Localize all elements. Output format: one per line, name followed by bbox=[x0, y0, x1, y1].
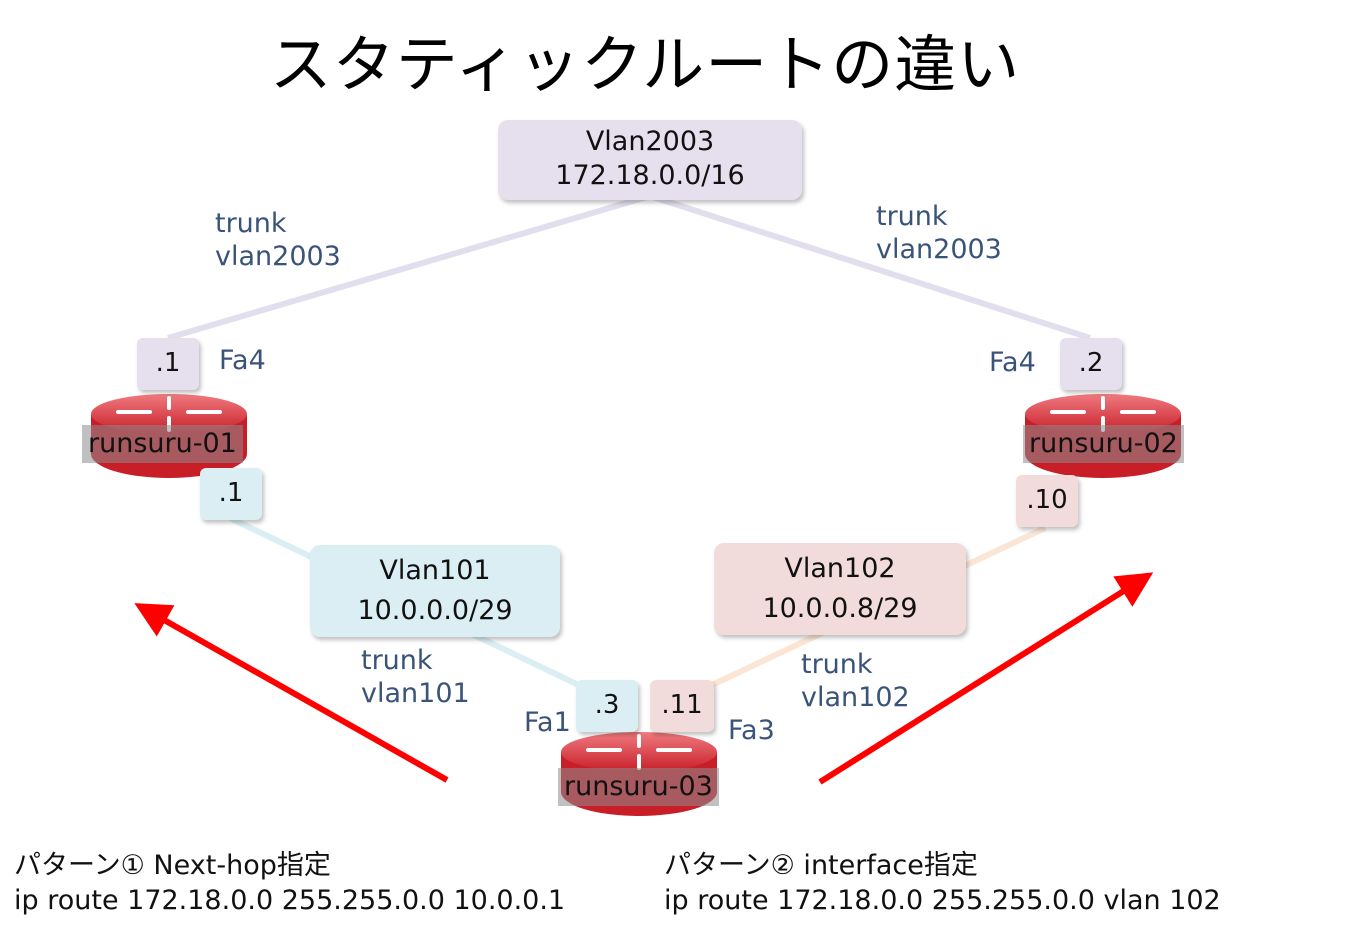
ip-r3-right: .11 bbox=[650, 680, 714, 732]
port-r3-right: Fa3 bbox=[728, 715, 775, 746]
link-label-line1: trunk bbox=[215, 208, 287, 239]
ip-r1-bottom: .1 bbox=[200, 468, 262, 520]
link-line-r2-vlan2003 bbox=[649, 193, 1091, 341]
network-vlan101: Vlan101 10.0.0.0/29 bbox=[310, 545, 560, 637]
port-r1: Fa4 bbox=[219, 345, 266, 376]
link-label-line2: vlan101 bbox=[361, 678, 470, 709]
ip-r3-left: .3 bbox=[576, 680, 638, 732]
link-label-line2: vlan2003 bbox=[215, 241, 341, 272]
link-label-left-top: trunk vlan2003 bbox=[215, 207, 341, 273]
port-r3-left: Fa1 bbox=[524, 707, 571, 738]
network-subnet: 10.0.0.0/29 bbox=[357, 595, 513, 626]
pattern2-heading: パターン② interface指定 bbox=[664, 850, 978, 881]
network-subnet: 172.18.0.0/16 bbox=[555, 160, 745, 191]
link-label-line2: vlan102 bbox=[801, 682, 910, 713]
router-name-r1: runsuru-01 bbox=[82, 425, 243, 463]
router-name-r3: runsuru-03 bbox=[558, 768, 719, 806]
pattern1-command: ip route 172.18.0.0 255.255.0.0 10.0.0.1 bbox=[14, 885, 566, 916]
page-title: スタティックルートの違い bbox=[269, 28, 1021, 101]
link-label-line1: trunk bbox=[361, 645, 433, 676]
ip-r2-bottom: .10 bbox=[1016, 475, 1078, 527]
ip-r1-top: .1 bbox=[137, 338, 199, 390]
link-label-right-bottom: trunk vlan102 bbox=[801, 648, 910, 714]
link-label-left-bottom: trunk vlan101 bbox=[361, 644, 470, 710]
network-name: Vlan102 bbox=[784, 553, 896, 584]
link-label-line1: trunk bbox=[876, 201, 948, 232]
link-label-line2: vlan2003 bbox=[876, 234, 1002, 265]
network-name: Vlan101 bbox=[379, 555, 491, 586]
link-label-line1: trunk bbox=[801, 649, 873, 680]
pattern2-text: パターン② interface指定 ip route 172.18.0.0 25… bbox=[664, 848, 1221, 918]
network-vlan2003: Vlan2003 172.18.0.0/16 bbox=[498, 120, 802, 200]
link-line-r1-vlan2003 bbox=[167, 193, 651, 341]
arrow-pattern2 bbox=[818, 572, 1154, 785]
router-name-r2: runsuru-02 bbox=[1023, 425, 1184, 463]
network-subnet: 10.0.0.8/29 bbox=[762, 593, 918, 624]
network-vlan102: Vlan102 10.0.0.8/29 bbox=[714, 543, 966, 635]
pattern1-text: パターン① Next-hop指定 ip route 172.18.0.0 255… bbox=[14, 848, 565, 918]
arrow-pattern1 bbox=[134, 603, 449, 783]
link-label-right-top: trunk vlan2003 bbox=[876, 200, 1002, 266]
pattern1-heading: パターン① Next-hop指定 bbox=[14, 850, 331, 881]
ip-r2-top: .2 bbox=[1060, 338, 1122, 390]
port-r2: Fa4 bbox=[989, 347, 1036, 378]
network-name: Vlan2003 bbox=[585, 126, 715, 157]
pattern2-command: ip route 172.18.0.0 255.255.0.0 vlan 102 bbox=[664, 885, 1221, 916]
